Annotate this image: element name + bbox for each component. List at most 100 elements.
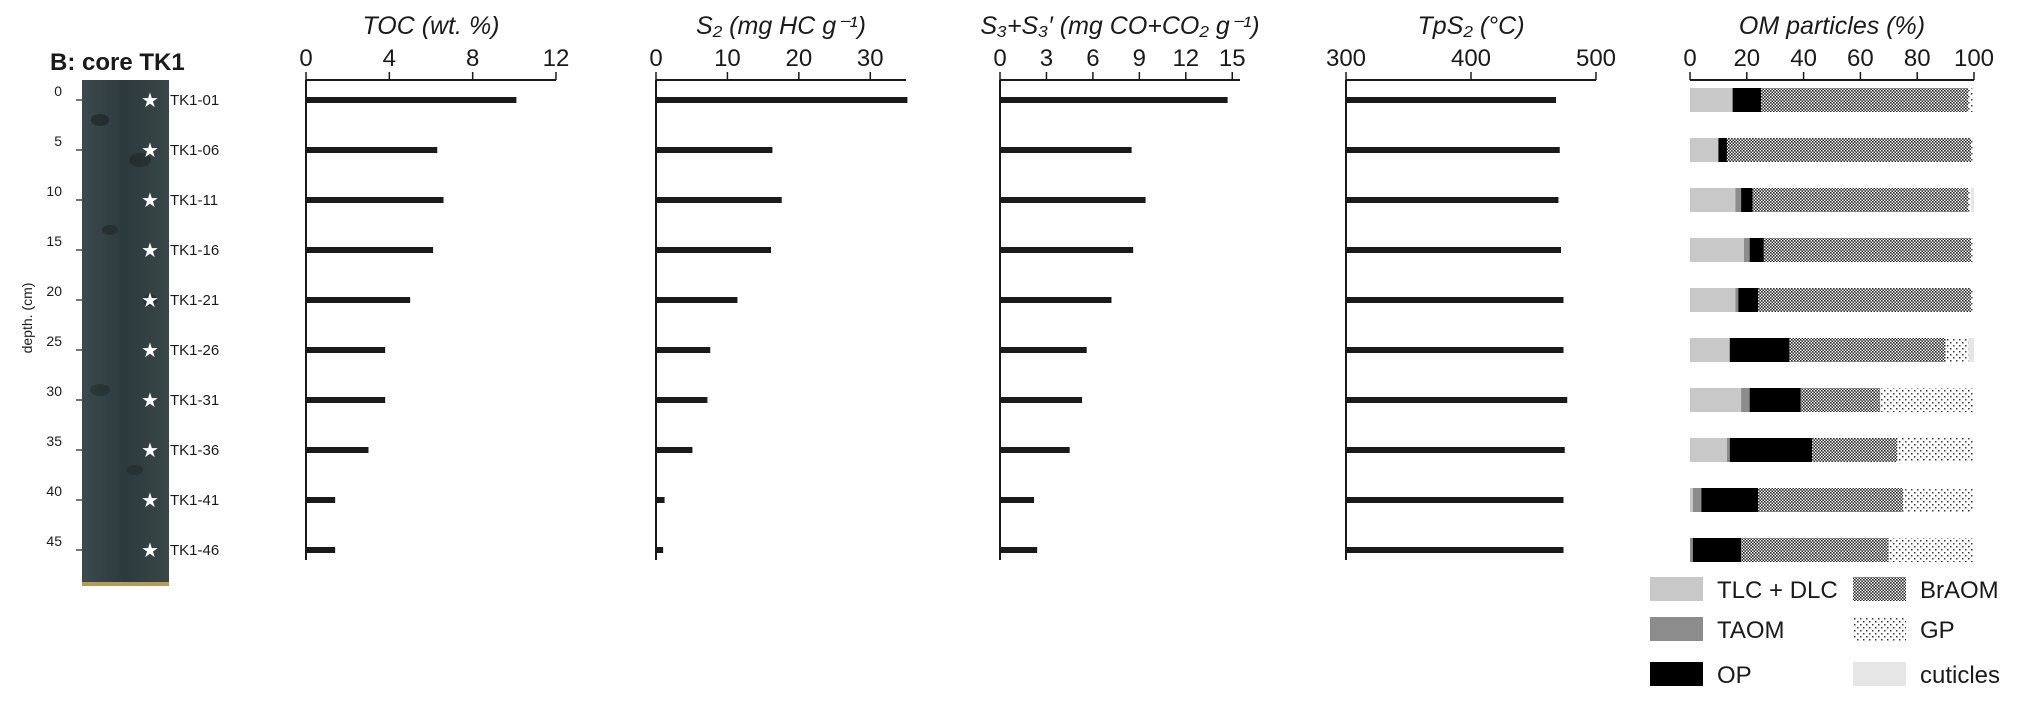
bar (656, 497, 665, 503)
stacked-bar-segment (1749, 238, 1764, 262)
bar (1346, 347, 1564, 353)
core-label: B: core TK1 (50, 49, 185, 76)
sample-star-icon: ★ (141, 290, 159, 312)
depth-tick-label: 5 (54, 133, 62, 149)
stacked-bar-segment (1743, 238, 1750, 262)
stacked-bar-segment (1690, 438, 1727, 462)
stacked-bar-segment (1726, 138, 1972, 162)
bar (1000, 347, 1087, 353)
depth-tick-label: 15 (46, 233, 62, 249)
stacked-bar-segment (1690, 388, 1742, 412)
stacked-bar-segment (1726, 438, 1730, 462)
stacked-bar-segment (1690, 488, 1693, 512)
x-tick-label: 8 (466, 45, 479, 72)
x-tick-label: 500 (1576, 45, 1616, 72)
stacked-bar-segment (1971, 238, 1974, 262)
bar (306, 497, 336, 503)
stacked-bar-segment (1690, 538, 1693, 562)
bar (306, 247, 434, 253)
x-tick-label: 10 (714, 45, 741, 72)
chart-panel: TpS₂ (°C) 300 400 500 (1326, 12, 1616, 560)
stacked-bar-segment (1718, 138, 1727, 162)
x-tick-label: 6 (1086, 45, 1099, 72)
stacked-bar-segment (1971, 188, 1974, 212)
stacked-bar-segment (1971, 288, 1974, 312)
bar (306, 147, 438, 153)
sample-label: TK1-01 (170, 92, 219, 109)
bar (656, 97, 908, 103)
x-tick-label: 300 (1326, 45, 1366, 72)
stacked-bar-segment (1945, 338, 1969, 362)
sample-star-icon: ★ (141, 340, 159, 362)
bar (656, 547, 664, 553)
bar (1346, 247, 1561, 253)
x-tick-label: 60 (1847, 45, 1874, 72)
stacked-bar-segment (1690, 188, 1736, 212)
stacked-bar-segment (1690, 288, 1736, 312)
stacked-bar-segment (1741, 538, 1889, 562)
x-tick-label: 400 (1451, 45, 1491, 72)
stacked-bar-segment (1690, 338, 1730, 362)
stacked-bar-segment (1738, 288, 1759, 312)
bar (1346, 97, 1556, 103)
legend-label: BrAOM (1920, 577, 1999, 604)
legend-swatch (1650, 662, 1703, 686)
stacked-bar-segment (1888, 538, 1974, 562)
x-tick-label: 30 (857, 45, 884, 72)
stacked-bar-segment (1903, 488, 1974, 512)
bar (656, 297, 738, 303)
bar (1346, 147, 1560, 153)
x-tick-label: 12 (1172, 45, 1199, 72)
bar (1346, 497, 1564, 503)
sample-star-icon: ★ (141, 440, 159, 462)
chart-title: TpS₂ (°C) (1417, 12, 1524, 40)
sample-label: TK1-41 (170, 492, 219, 509)
depth-tick-label: 25 (46, 333, 62, 349)
x-tick-label: 0 (299, 45, 312, 72)
sample-labels: ★TK1-01★TK1-06★TK1-11★TK1-16★TK1-21★TK1-… (141, 90, 219, 562)
sample-star-icon: ★ (141, 240, 159, 262)
stacked-bar-segment (1749, 388, 1801, 412)
stacked-bar-segment (1701, 488, 1759, 512)
stacked-bar-segment (1690, 238, 1744, 262)
x-tick-label: 20 (786, 45, 813, 72)
sample-star-icon: ★ (141, 540, 159, 562)
depth-tick-label: 40 (46, 483, 62, 499)
bar (656, 197, 782, 203)
bar (1346, 397, 1568, 403)
core-section: B: core TK1 depth. (cm) 0510152025303540… (19, 49, 219, 586)
legend-swatch (1650, 617, 1703, 641)
sample-label: TK1-16 (170, 242, 219, 259)
bar (656, 247, 771, 253)
bar (306, 447, 369, 453)
depth-tick-label: 20 (46, 283, 62, 299)
bar (1000, 147, 1132, 153)
bar (306, 547, 336, 553)
stacked-bar-segment (1758, 488, 1903, 512)
bar (306, 97, 517, 103)
stacked-bar-segment (1761, 88, 1969, 112)
bar (1000, 497, 1035, 503)
depth-tick-label: 0 (54, 83, 62, 99)
bar (306, 297, 411, 303)
bar (656, 347, 711, 353)
stacked-bar-segment (1968, 88, 1974, 112)
bar (1346, 197, 1559, 203)
sample-label: TK1-06 (170, 142, 219, 159)
depth-tick-label: 10 (46, 183, 62, 199)
bar (1000, 97, 1228, 103)
sample-star-icon: ★ (141, 90, 159, 112)
core-photo (82, 80, 169, 586)
legend-swatch (1650, 577, 1703, 601)
stacked-bar-segment (1880, 388, 1974, 412)
depth-tick-label: 35 (46, 433, 62, 449)
stacked-bar-segment (1758, 288, 1972, 312)
stacked-bar-segment (1897, 438, 1974, 462)
stacked-bar-segment (1690, 88, 1733, 112)
bar (1000, 447, 1070, 453)
